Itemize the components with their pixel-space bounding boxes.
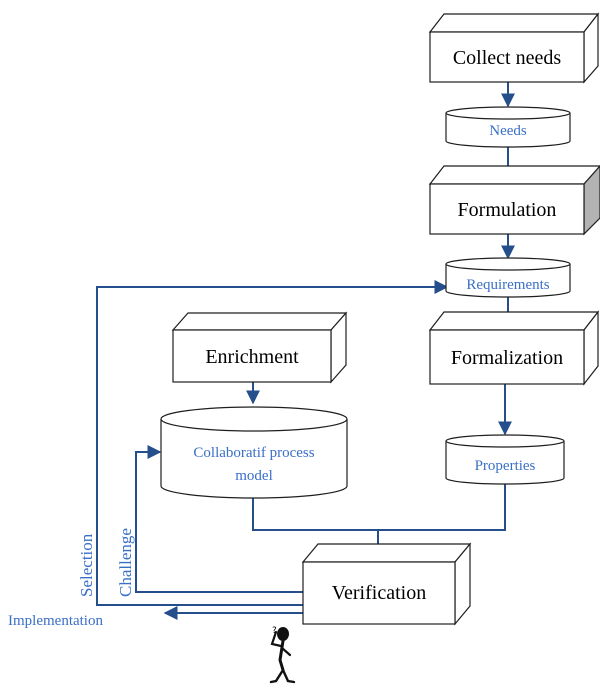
challenge-label: Challenge [116,528,135,597]
verification-label: Verification [332,582,426,604]
collaborative-model-datastore: Collaboratif process model [160,406,348,499]
formulation-box: Formulation [428,165,600,236]
formulation-label: Formulation [458,199,557,221]
selection-label: Selection [77,533,96,597]
requirements-datastore: Requirements [445,257,571,298]
properties-label: Properties [475,458,536,474]
needs-label: Needs [489,123,527,139]
svg-text:?: ? [272,626,277,636]
flow-arrows [96,82,515,620]
collaborative-model-label-line2: model [235,468,273,484]
verification-box: Verification [301,542,472,626]
selection-loop-arrow [96,280,449,606]
implementation-label: Implementation [8,613,103,629]
collaborative-model-label-line1: Collaboratif process [193,445,314,461]
needs-datastore: Needs [445,106,571,148]
enrichment-label: Enrichment [205,346,299,368]
properties-datastore: Properties [445,434,565,485]
formalization-box: Formalization [428,310,600,386]
thinking-person-icon: ? [269,626,296,684]
collect-needs-label: Collect needs [453,47,562,69]
formalization-label: Formalization [451,347,563,369]
challenge-loop-arrow [135,445,303,593]
requirements-label: Requirements [466,277,549,293]
enrichment-box: Enrichment [171,311,348,384]
collect-needs-box: Collect needs [428,12,600,84]
